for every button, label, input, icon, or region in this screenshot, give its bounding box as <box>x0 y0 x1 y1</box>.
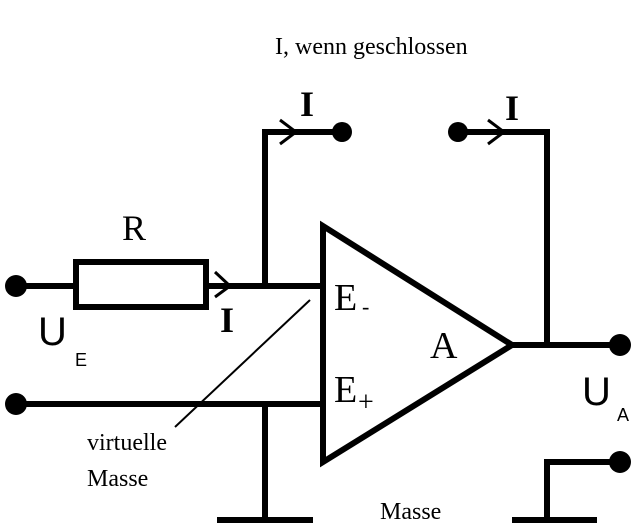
noninverting-input-sign: + <box>358 387 374 418</box>
virtual-ground-pointer <box>174 299 311 428</box>
virtual-ground-label-line1: virtuelle <box>87 430 167 456</box>
current-arrow-input <box>213 270 233 299</box>
input-voltage-subscript: E <box>75 350 87 370</box>
inverting-input-sign: - <box>362 294 369 319</box>
virtual-ground-label-line2: Masse <box>87 466 148 492</box>
switch-note: I, wenn geschlossen <box>275 34 468 60</box>
current-arrow-top-right <box>487 118 507 146</box>
feedback-wire-left <box>262 129 342 288</box>
inverting-input-label: E <box>334 277 357 319</box>
output-voltage-subscript: A <box>617 405 629 425</box>
ground-label: Masse <box>380 499 441 525</box>
ground-wire-right <box>544 459 620 520</box>
current-label-top-left: I <box>300 84 314 124</box>
current-label-input: I <box>220 300 234 340</box>
current-arrow-top-left <box>279 118 299 146</box>
output-terminal[interactable] <box>609 334 631 356</box>
opamp-triangle <box>320 220 518 468</box>
feedback-wire-right <box>458 129 550 345</box>
resistor-r <box>73 259 209 310</box>
switch-contact-left[interactable] <box>332 122 352 142</box>
noninverting-input-label: E <box>334 369 357 411</box>
output-voltage-label: U <box>582 370 611 414</box>
current-label-top-right: I <box>505 88 519 128</box>
amplifier-label: A <box>430 325 458 367</box>
resistor-label: R <box>122 208 146 248</box>
input-voltage-label: U <box>38 310 67 354</box>
